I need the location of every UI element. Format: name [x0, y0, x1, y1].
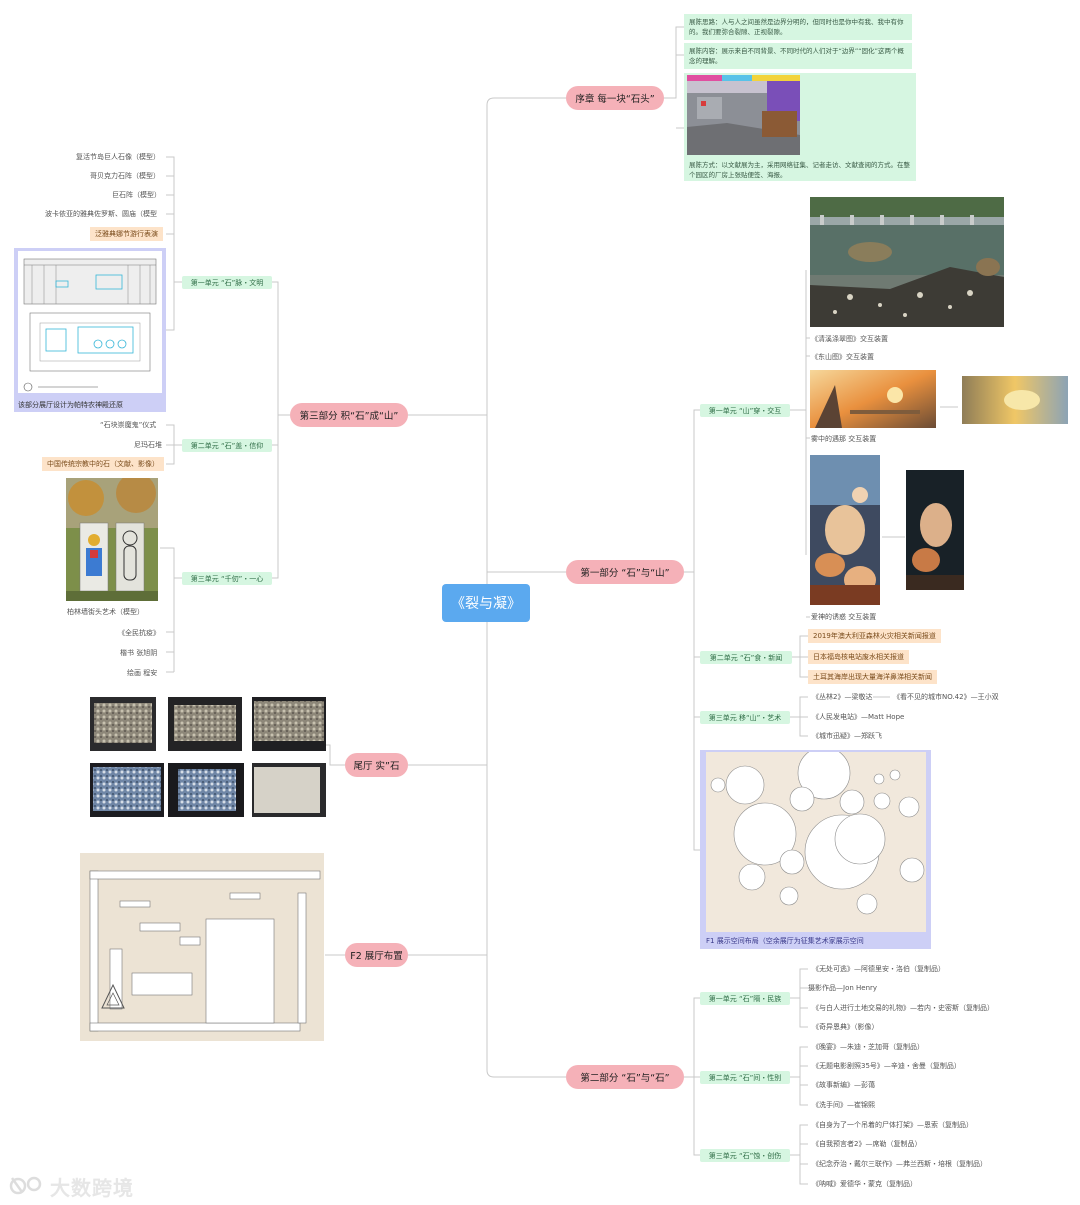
- f1-floor-plan: [706, 752, 926, 932]
- watermark-logo-icon: [8, 1174, 48, 1196]
- p3u3-item-1: 柏林墙街头艺术（模型）: [67, 607, 144, 617]
- p3u3-item-2: 《全民抗疫》: [118, 628, 160, 638]
- p2u1-item-2: 摄影作品—Jon Henry: [808, 983, 877, 993]
- p2u2-item-2: 《无题电影剧照35号》—辛迪・舍曼（复制品）: [812, 1061, 961, 1071]
- watermark-text: 大数跨境: [50, 1172, 134, 1201]
- part1-unit3[interactable]: 第三单元 移“山”・艺术: [700, 711, 790, 724]
- root-node[interactable]: 《裂与凝》: [442, 584, 530, 622]
- f1-floor-plan-card: F1 展示空间布局（空余展厅为征集艺术家展示空间: [700, 750, 931, 949]
- branch-part1[interactable]: 第一部分 “石”与“山”: [566, 560, 684, 584]
- p2u3-item-3: 《纪念乔治・戴尔三联作》—弗兰西斯・培根（复制品）: [812, 1159, 987, 1169]
- part2-unit2[interactable]: 第二单元 “石”间・性别: [700, 1071, 790, 1084]
- branch-part2[interactable]: 第二部分 “石”与“石”: [566, 1065, 684, 1089]
- branch-preface[interactable]: 序章 每一块“石头”: [566, 86, 664, 110]
- p3u3-item-3: 楷书 张旭阴: [120, 648, 157, 658]
- tail-gallery: [90, 697, 326, 819]
- p2u1-item-3: 《与白人进行土地交易的礼物》—若内・史密斯（复制品）: [812, 1003, 994, 1013]
- part1-unit2[interactable]: 第二单元 “石”食・新闻: [700, 651, 792, 664]
- art-item-1b: 《看不见的城市NO.42》—王小双: [893, 692, 999, 702]
- p3u2-item-2: 尼玛石堆: [134, 440, 162, 450]
- berlin-wall-image: [66, 478, 158, 601]
- p2u1-item-4: 《奇异恩典》（影像）: [812, 1022, 879, 1032]
- news-item-1: 2019年澳大利亚森林火灾相关新闻报道: [808, 629, 941, 643]
- p3u3-item-4: 绘画 程安: [127, 668, 157, 678]
- caption-dongshan: 《东山图》交互装置: [811, 352, 874, 362]
- turner-painting-image: [810, 370, 936, 428]
- caption-fog: 雾中的遇那 交互装置: [811, 434, 876, 444]
- p2u3-item-1: 《自身为了一个吊着的尸体打架》—恩索（复制品）: [812, 1120, 973, 1130]
- part2-unit3[interactable]: 第三单元 “石”蚀・创伤: [700, 1149, 790, 1162]
- parthenon-caption: 该部分展厅设计为帕特农神殿还原: [18, 400, 123, 410]
- turner-detail-image: [962, 376, 1068, 424]
- art-item-2: 《人民发电站》—Matt Hope: [812, 712, 904, 722]
- part3-unit3[interactable]: 第三单元 “千仞”・一心: [182, 572, 272, 585]
- p2u3-item-4: 《呐喊》爱德华・蒙克（复制品）: [812, 1179, 917, 1189]
- river-pollution-image: [810, 197, 1004, 327]
- caption-love: 爱神的诱惑 交互装置: [811, 612, 876, 622]
- preface-note-2: 展陈内容：展示来自不同背景、不同时代的人们对于“边界”“固化”这两个概念的理解。: [684, 43, 912, 69]
- p3u2-item-1: “石块崇魔鬼”仪式: [100, 420, 156, 430]
- preface-note-3: 展陈方式：以文献展为主，采用网络征集、记者走访、文献查阅的方式。在整个园区的厂房…: [684, 157, 916, 181]
- preface-photo-card: 展陈方式：以文献展为主，采用网络征集、记者走访、文献查阅的方式。在整个园区的厂房…: [684, 73, 916, 181]
- p3u1-item-2: 哥贝克力石阵（模型）: [90, 171, 160, 181]
- news-item-3: 土耳其海岸出现大量海洋鼻涕相关新闻: [808, 670, 937, 684]
- love-detail-image: [906, 470, 964, 590]
- part3-unit2[interactable]: 第二单元 “石”盖・信仰: [182, 439, 272, 452]
- caption-qingxi: 《清溪涤翠图》交互装置: [811, 334, 888, 344]
- parthenon-card: 该部分展厅设计为帕特农神殿还原: [14, 248, 166, 412]
- p2u2-item-4: 《洗手间》—崔锦熙: [812, 1100, 875, 1110]
- part3-unit1[interactable]: 第一单元 “石”脉・文明: [182, 276, 272, 289]
- p2u2-item-3: 《故事新编》—彭蔼: [812, 1080, 875, 1090]
- p2u1-item-1: 《无处可逃》—阿德里安・洛伯（复制品）: [812, 964, 945, 974]
- branch-part3[interactable]: 第三部分 积“石”成“山”: [290, 403, 408, 427]
- venue-photo: [687, 75, 800, 155]
- branch-tail[interactable]: 尾厅 实”石: [345, 753, 408, 777]
- part2-unit1[interactable]: 第一单元 “石”隔・民族: [700, 992, 790, 1005]
- art-item-3: 《城市迅疑》—郑跃飞: [812, 731, 882, 741]
- f1-floor-caption: F1 展示空间布局（空余展厅为征集艺术家展示空间: [706, 936, 864, 946]
- art-item-1: 《丛林2》—梁敬达: [812, 692, 872, 702]
- p3u1-item-3: 巨石阵（模型）: [112, 190, 161, 200]
- news-item-2: 日本福岛核电站废水相关报道: [808, 650, 909, 664]
- p3u1-item-5: 泛雅典娜节游行表演: [90, 227, 163, 241]
- parthenon-plan: [18, 251, 162, 393]
- p2u3-item-2: 《自我预言者2》—席勒（复制品）: [812, 1139, 921, 1149]
- tail-photos: [90, 697, 326, 819]
- f2-floor-plan: [80, 853, 324, 1041]
- love-painting-image: [810, 455, 880, 605]
- branch-f2[interactable]: F2 展厅布置: [345, 943, 408, 967]
- part1-unit1[interactable]: 第一单元 “山”穿・交互: [700, 404, 790, 417]
- p2u2-item-1: 《晚宴》—朱迪・芝加哥（复制品）: [812, 1042, 924, 1052]
- preface-note-1: 展陈思路：人与人之间虽然是边界分明的，但同时也是你中有我、我中有你的。我们要弥合…: [684, 14, 912, 40]
- p3u1-item-1: 复活节岛巨人石像（模型）: [76, 152, 160, 162]
- p3u1-item-4: 波卡依亚的雅典佐罗斯、圆庙（模型: [45, 209, 157, 219]
- p3u2-item-3: 中国传统宗教中的石（文献、影像）: [42, 457, 164, 471]
